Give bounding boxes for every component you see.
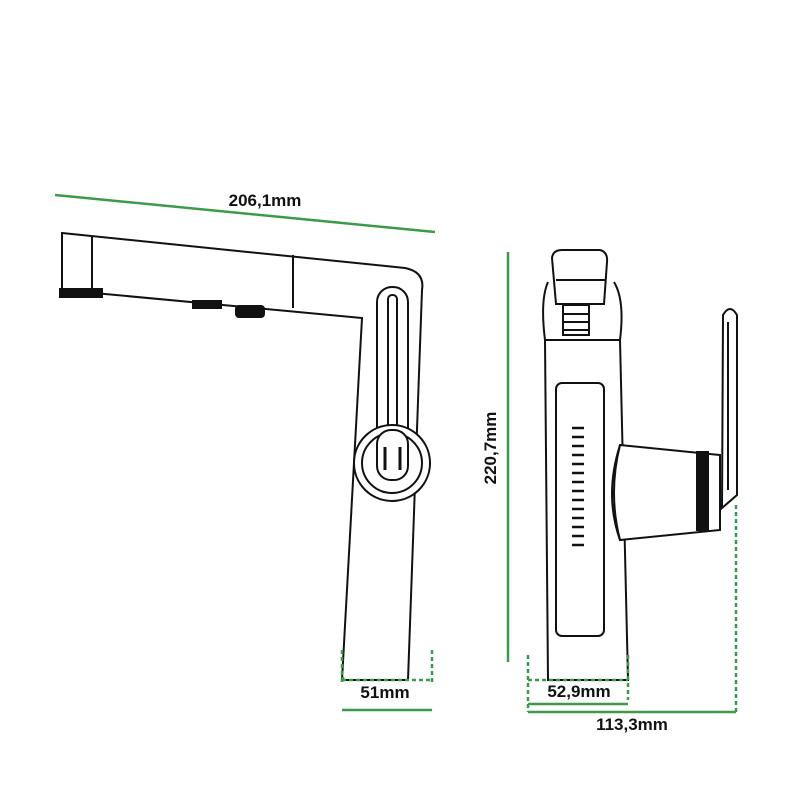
display-marks bbox=[572, 426, 584, 547]
side-view-faucet bbox=[542, 249, 738, 681]
front-view-faucet bbox=[59, 231, 431, 681]
nozzle-button bbox=[192, 300, 222, 309]
handle-neck bbox=[376, 429, 409, 481]
length-label: 206,1mm bbox=[229, 191, 302, 210]
nozzle-part bbox=[59, 288, 103, 298]
dimension-lines bbox=[54, 193, 738, 714]
spout-head bbox=[550, 249, 609, 305]
side-base-label: 52,9mm bbox=[547, 682, 610, 701]
spout-arm bbox=[61, 231, 424, 681]
nozzle-button bbox=[235, 305, 265, 318]
handle-cylinder-edge bbox=[613, 444, 621, 541]
front-base-label: 51mm bbox=[360, 683, 409, 702]
front-panel bbox=[555, 382, 605, 637]
side-handle-lever bbox=[720, 308, 738, 511]
height-label: 220,7mm bbox=[481, 412, 500, 485]
depth-label: 113,3mm bbox=[596, 715, 668, 734]
handle-band bbox=[696, 451, 709, 531]
length-dimension-line bbox=[54, 193, 436, 234]
